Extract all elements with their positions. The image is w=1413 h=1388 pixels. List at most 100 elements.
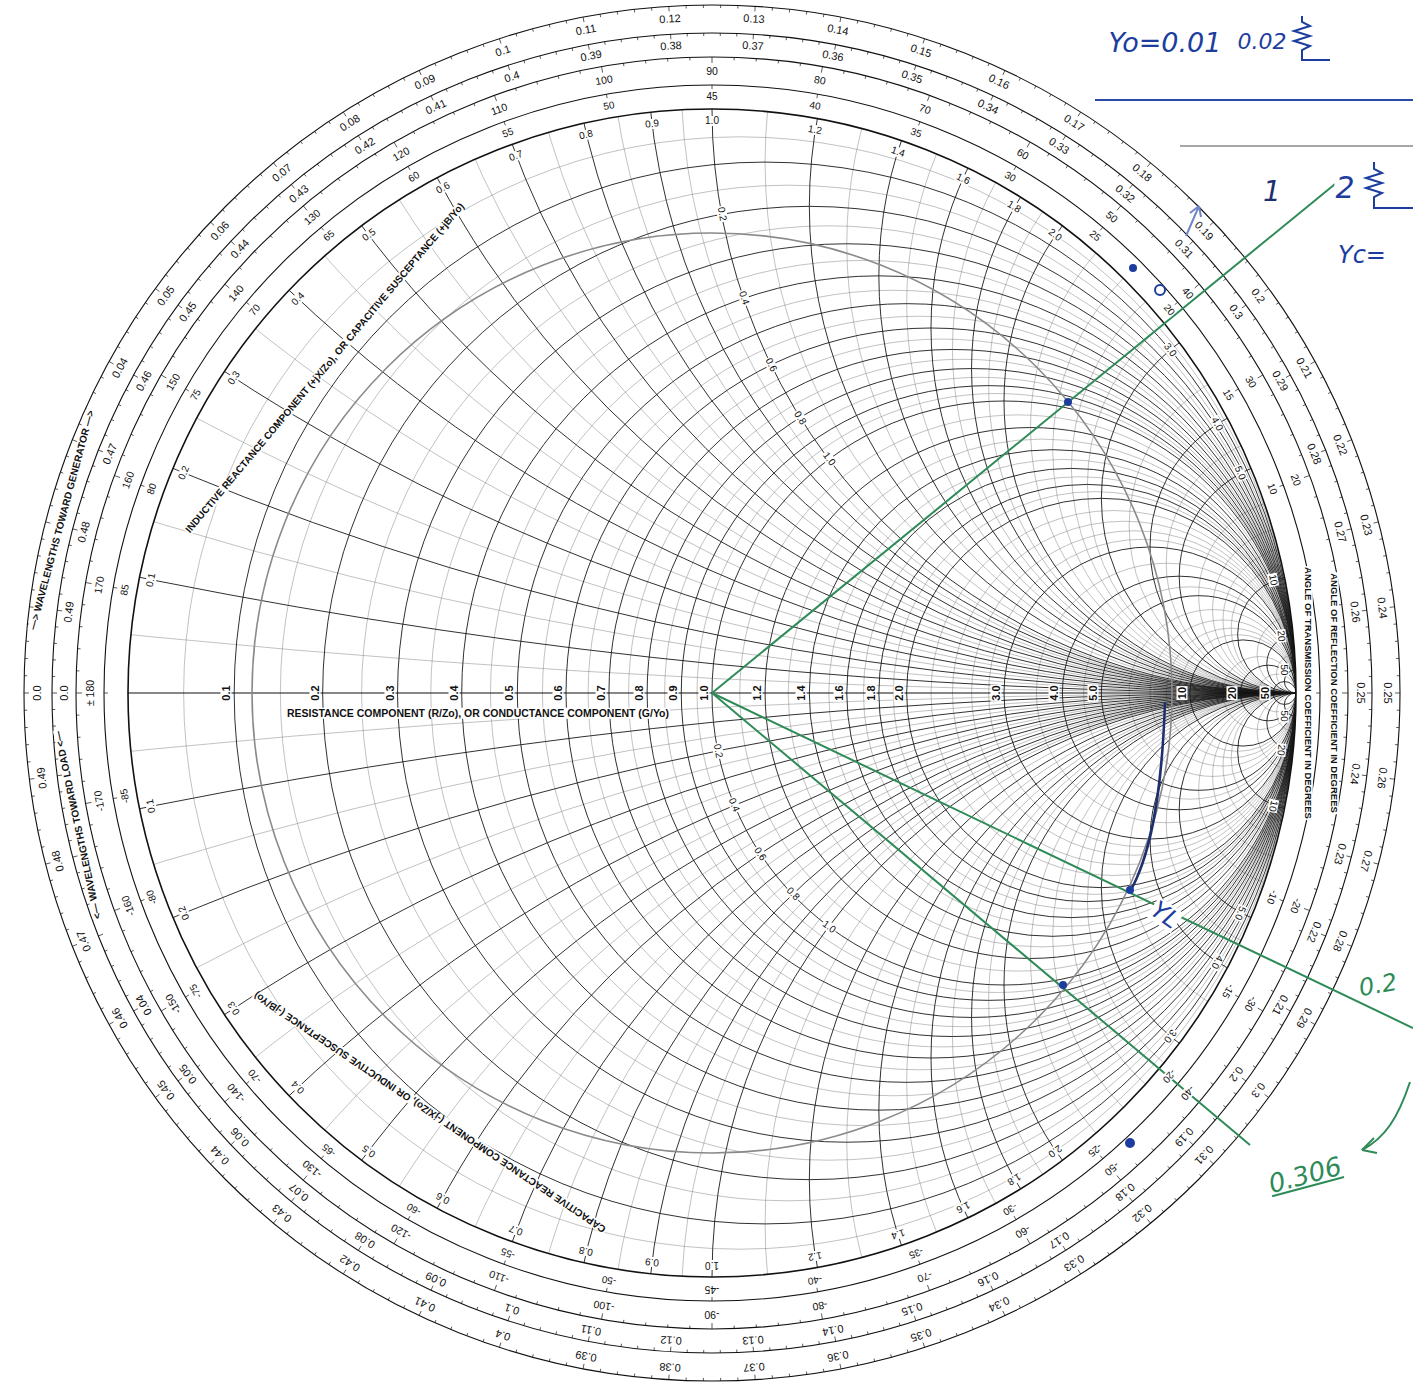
scale-tick — [1223, 279, 1225, 281]
scale-tick — [602, 1313, 603, 1319]
scale-tick — [1390, 606, 1395, 608]
scale-tick — [24, 675, 27, 676]
scale-tick — [122, 455, 125, 456]
scale-tick — [786, 37, 787, 40]
scale-tick — [754, 6, 755, 11]
scale-tick — [433, 121, 434, 124]
scale-tick — [111, 965, 114, 966]
scale-tick — [260, 1210, 262, 1212]
scale-tick — [1202, 253, 1204, 255]
scale-number: 0.49 — [35, 765, 49, 790]
scale-number: 0.3 — [226, 369, 243, 388]
scale-number: 0.22 — [1330, 432, 1349, 458]
resistance-circle — [1062, 576, 1296, 810]
scale-tick — [1320, 517, 1323, 519]
green-line — [712, 693, 1250, 1145]
scale-tick — [572, 1335, 574, 1338]
scale-tick — [1339, 496, 1342, 498]
scale-tick — [1136, 1163, 1138, 1165]
scale-number: 100 — [593, 74, 614, 88]
scale-number: 0.38 — [659, 40, 683, 52]
scale-tick — [404, 78, 405, 81]
scale-tick — [1019, 1305, 1020, 1308]
scale-tick — [867, 52, 869, 55]
scale-number: 40 — [1180, 285, 1197, 302]
scale-number: 20 — [1161, 302, 1177, 318]
scale-tick — [558, 1307, 560, 1310]
reactance-arc — [398, 0, 1413, 693]
scale-tick — [1117, 1176, 1121, 1181]
scale-tick — [515, 1350, 517, 1353]
scale-number: 20 — [1276, 629, 1287, 643]
scale-tick — [1213, 1118, 1215, 1120]
scale-tick — [972, 1327, 973, 1330]
scale-number: 0.17 — [1046, 1229, 1072, 1251]
scale-number: -65 — [319, 1140, 338, 1158]
scale-tick — [166, 1109, 168, 1111]
scale-tick — [72, 944, 77, 946]
scale-tick — [1245, 1123, 1247, 1125]
scale-number: -100 — [592, 1298, 616, 1312]
scale-tick — [1187, 1186, 1189, 1188]
reactance-arc — [234, 0, 1413, 693]
scale-number: 0.2 — [711, 742, 724, 760]
scale-number: 0.4 — [289, 1078, 307, 1096]
scale-number: 0.9 — [644, 1256, 661, 1268]
scale-tick — [107, 888, 110, 890]
scale-tick — [907, 1350, 909, 1353]
scale-number: 90 — [705, 66, 719, 77]
scale-tick — [235, 197, 237, 199]
scale-tick — [1175, 1198, 1177, 1200]
scale-number: 1.2 — [806, 124, 823, 137]
scale-number: 0.33 — [1061, 1252, 1087, 1274]
scale-tick — [1195, 284, 1200, 288]
scale-tick — [446, 1294, 447, 1297]
scale-number: 0.0 — [59, 684, 70, 701]
reactance-arc — [931, 693, 1413, 1388]
scale-tick — [1237, 337, 1239, 339]
scale-number: 0.28 — [1305, 442, 1324, 468]
scale-tick — [687, 33, 688, 36]
scale-tick — [408, 1216, 410, 1219]
scale-tick — [358, 103, 360, 106]
scale-tick — [769, 1347, 770, 1350]
scale-tick — [899, 60, 901, 63]
scale-tick — [687, 1350, 688, 1353]
scale-tick — [150, 990, 153, 991]
scale-tick — [1362, 610, 1367, 612]
scale-tick — [686, 5, 687, 8]
scale-tick — [53, 659, 56, 660]
scale-number: 0.15 — [908, 42, 934, 60]
scale-tick — [231, 241, 235, 244]
scale-number: 2.0 — [1046, 1142, 1065, 1160]
scale-number: 70 — [247, 302, 263, 318]
scale-number: 0.42 — [352, 135, 378, 157]
scale-number: 0.2 — [176, 904, 191, 923]
scale-tick — [131, 434, 134, 435]
scale-number: 0.1 — [493, 43, 513, 59]
scale-tick — [150, 346, 153, 348]
scale-tick — [1122, 142, 1124, 144]
scale-number: 0.18 — [1113, 1181, 1138, 1204]
scale-tick — [431, 96, 433, 101]
scale-tick — [823, 14, 824, 17]
scale-number: -40 — [807, 1274, 825, 1287]
scale-tick — [107, 496, 110, 498]
scale-tick — [604, 1341, 605, 1344]
reactance-arc — [1101, 693, 1413, 1082]
scale-tick — [1352, 544, 1355, 546]
scale-tick — [211, 301, 213, 303]
scale-tick — [321, 1156, 324, 1159]
scale-tick — [338, 178, 340, 180]
scale-number: 80 — [145, 481, 159, 497]
marked-point — [1129, 264, 1137, 272]
scale-tick — [923, 1343, 925, 1348]
scale-number: -150 — [163, 991, 184, 1016]
scale-tick — [155, 1094, 159, 1097]
scale-tick — [95, 846, 98, 848]
scale-tick — [254, 218, 256, 220]
scale-ring — [24, 5, 1400, 1381]
scale-tick — [523, 60, 525, 63]
scale-number: 0.7 — [507, 148, 525, 163]
scale-tick — [1331, 560, 1334, 562]
